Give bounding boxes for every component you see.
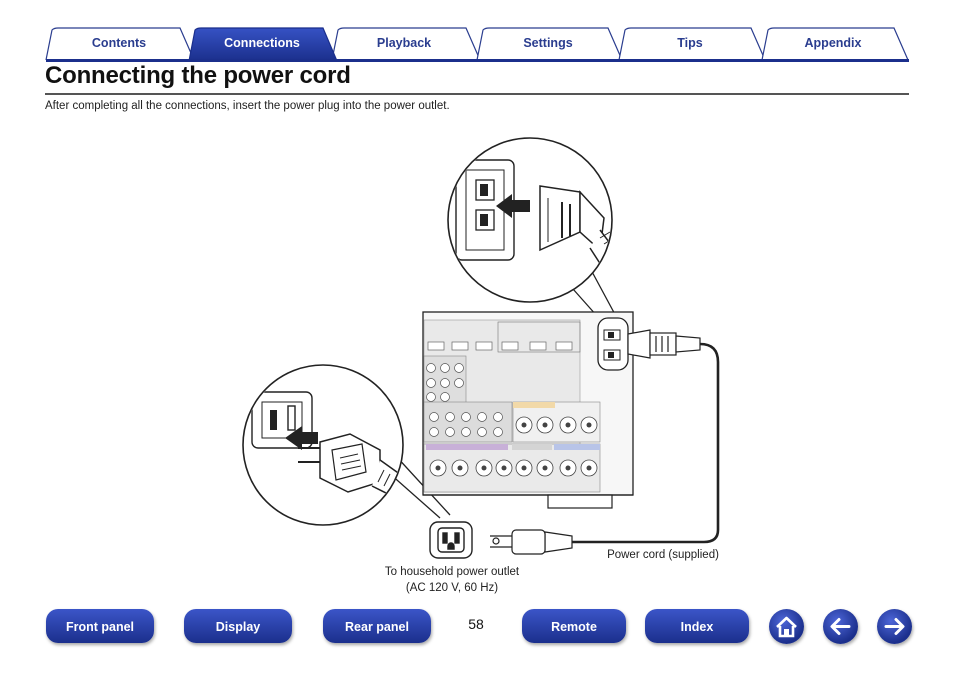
- tab-contents[interactable]: Contents: [91, 36, 147, 50]
- tab-bar: Contents Connections Playback Settings T…: [0, 0, 954, 64]
- tab-shapes: [45, 27, 909, 62]
- zoom-inlet-circle: [447, 137, 613, 303]
- cord-connector-receiver: [627, 329, 701, 359]
- connection-illustration: [242, 137, 720, 559]
- remote-button[interactable]: Remote: [522, 609, 626, 643]
- caption-power-cord: Power cord (supplied): [607, 549, 719, 561]
- ac-inlet: [597, 317, 629, 371]
- arrow-left-icon: [830, 618, 851, 635]
- forward-button[interactable]: [877, 609, 912, 644]
- tab-tips[interactable]: Tips: [677, 36, 703, 50]
- caption-outlet: To household power outlet (AC 120 V, 60 …: [352, 564, 552, 596]
- tab-playback[interactable]: Playback: [376, 36, 432, 50]
- title-divider: [45, 93, 909, 95]
- home-button[interactable]: [769, 609, 804, 644]
- tab-appendix[interactable]: Appendix: [804, 36, 862, 50]
- caption-outlet-line1: To household power outlet: [384, 566, 520, 578]
- receiver-rear-panel: [422, 311, 634, 509]
- front-panel-button[interactable]: Front panel: [46, 609, 154, 643]
- back-button[interactable]: [823, 609, 858, 644]
- power-cord-diagram: To household power outlet (AC 120 V, 60 …: [0, 120, 954, 610]
- cord-plug-end: [490, 529, 573, 555]
- caption-outlet-line2: (AC 120 V, 60 Hz): [405, 582, 499, 594]
- wall-outlet: [429, 521, 473, 559]
- display-button[interactable]: Display: [184, 609, 292, 643]
- home-icon: [776, 616, 797, 638]
- index-button[interactable]: Index: [645, 609, 749, 643]
- tab-connections[interactable]: Connections: [224, 36, 300, 50]
- tab-settings[interactable]: Settings: [523, 36, 573, 50]
- intro-text: After completing all the connections, in…: [45, 100, 450, 112]
- power-cable: [572, 342, 720, 544]
- page-number: 58: [468, 616, 484, 632]
- page-title: Connecting the power cord: [45, 62, 351, 89]
- zoom-outlet-circle: [242, 364, 404, 526]
- rear-panel-button[interactable]: Rear panel: [323, 609, 431, 643]
- arrow-right-icon: [884, 618, 905, 635]
